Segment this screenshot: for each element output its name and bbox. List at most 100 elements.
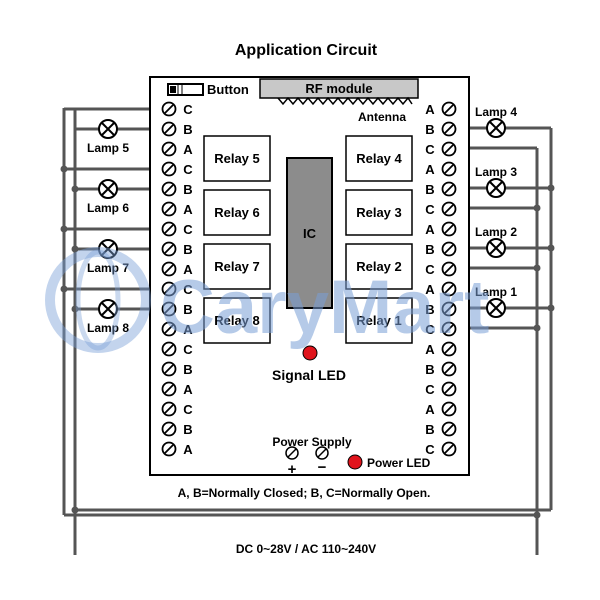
- left-terminal-letter: A: [183, 382, 193, 397]
- lamp-5-label: Lamp 5: [87, 141, 129, 155]
- power-led-label: Power LED: [367, 456, 431, 470]
- right-terminal-screw: [441, 261, 457, 277]
- learning-button[interactable]: [167, 83, 204, 96]
- relay-8-label: Relay 8: [214, 313, 260, 328]
- minus-sign: −: [318, 459, 327, 476]
- left-terminal-letter: C: [183, 162, 193, 177]
- left-terminal-screw: [161, 321, 177, 337]
- right-terminal-letter: B: [425, 182, 434, 197]
- right-terminal-letter: B: [425, 362, 434, 377]
- right-terminal-letter: A: [425, 342, 435, 357]
- right-terminal-screw: [441, 241, 457, 257]
- junction-dot: [533, 511, 541, 519]
- right-terminal-screw: [441, 181, 457, 197]
- watermark-globe-icon: [45, 247, 151, 353]
- left-terminal-screw: [161, 341, 177, 357]
- relay-3: [345, 189, 413, 236]
- right-terminal-letter: C: [425, 322, 435, 337]
- signal-led-icon: [302, 345, 318, 361]
- ic-chip: [286, 157, 333, 309]
- right-terminal-letter: A: [425, 162, 435, 177]
- left-terminal-screw: [161, 401, 177, 417]
- right-terminal-screw: [441, 201, 457, 217]
- relay-1-label: Relay 1: [356, 313, 402, 328]
- right-terminal-screw: [441, 441, 457, 457]
- power-terminal-minus: [315, 446, 329, 460]
- lamp-1: [486, 298, 506, 318]
- relay-2-label: Relay 2: [356, 259, 402, 274]
- lamp-8-label: Lamp 8: [87, 321, 129, 335]
- junction-dot: [533, 204, 541, 212]
- right-terminal-letter: C: [425, 442, 435, 457]
- right-terminal-letter: B: [425, 422, 434, 437]
- right-terminal-letter: C: [425, 262, 435, 277]
- relay-7-label: Relay 7: [214, 259, 260, 274]
- left-terminal-letter: B: [183, 302, 192, 317]
- right-terminal-screw: [441, 321, 457, 337]
- rf-module: [259, 78, 419, 99]
- antenna-label: Antenna: [358, 110, 406, 124]
- right-terminal-letter: A: [425, 282, 435, 297]
- signal-led-label: Signal LED: [272, 367, 346, 383]
- right-terminal-letter: B: [425, 242, 434, 257]
- antenna-coil-icon: [277, 96, 413, 106]
- left-terminal-screw: [161, 301, 177, 317]
- left-terminal-screw: [161, 281, 177, 297]
- relay-1: [345, 297, 413, 344]
- button-label: Button: [207, 82, 249, 97]
- left-terminal-letter: C: [183, 282, 193, 297]
- left-terminal-letter: A: [183, 262, 193, 277]
- lamp-6: [98, 179, 118, 199]
- ic-label: IC: [303, 226, 317, 241]
- relay-5: [203, 135, 271, 182]
- lamp-5: [98, 119, 118, 139]
- junction-dot: [60, 285, 68, 293]
- junction-dot: [60, 165, 68, 173]
- left-terminal-letter: B: [183, 182, 192, 197]
- left-terminal-screw: [161, 101, 177, 117]
- right-terminal-screw: [441, 341, 457, 357]
- left-terminal-letter: A: [183, 142, 193, 157]
- left-terminal-letter: C: [183, 402, 193, 417]
- right-terminal-screw: [441, 381, 457, 397]
- right-terminal-screw: [441, 421, 457, 437]
- right-terminal-letter: C: [425, 382, 435, 397]
- right-terminal-screw: [441, 221, 457, 237]
- button-cap: [170, 86, 176, 93]
- power-supply-label: Power Supply: [272, 435, 352, 449]
- right-terminal-letter: C: [425, 142, 435, 157]
- left-terminal-screw: [161, 421, 177, 437]
- lamp-6-label: Lamp 6: [87, 201, 129, 215]
- rf-module-label: RF module: [305, 81, 372, 96]
- left-terminal-screw: [161, 241, 177, 257]
- left-terminal-letter: A: [183, 322, 193, 337]
- lamp-2-label: Lamp 2: [475, 225, 517, 239]
- relay-8: [203, 297, 271, 344]
- diagram-title: Application Circuit: [235, 42, 378, 59]
- lamp-2: [486, 238, 506, 258]
- right-terminal-letter: A: [425, 222, 435, 237]
- right-terminal-screw: [441, 301, 457, 317]
- left-terminal-letter: B: [183, 242, 192, 257]
- left-terminal-screw: [161, 161, 177, 177]
- junction-dot: [71, 305, 79, 313]
- controller-board: [149, 76, 470, 476]
- power-terminal-plus: [285, 446, 299, 460]
- right-terminal-letter: B: [425, 302, 434, 317]
- junction-dot: [71, 245, 79, 253]
- left-terminal-letter: B: [183, 362, 192, 377]
- watermark-text: CaryMart: [160, 265, 489, 350]
- contact-note: A, B=Normally Closed; B, C=Normally Open…: [178, 486, 431, 500]
- left-terminal-letter: A: [183, 202, 193, 217]
- right-terminal-screw: [441, 361, 457, 377]
- left-terminal-screw: [161, 261, 177, 277]
- junction-dot: [71, 185, 79, 193]
- left-terminal-letter: B: [183, 122, 192, 137]
- junction-dot: [547, 304, 555, 312]
- left-terminal-screw: [161, 201, 177, 217]
- junction-dots: [60, 165, 555, 519]
- right-terminal-screw: [441, 161, 457, 177]
